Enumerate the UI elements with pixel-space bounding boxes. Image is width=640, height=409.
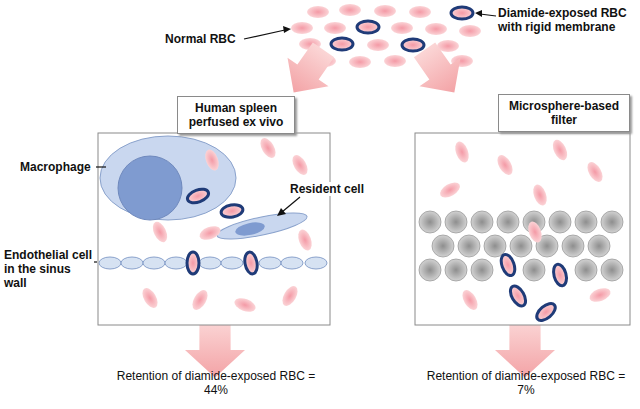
flow-arrow: [185, 320, 245, 377]
sinus-wall: [99, 257, 327, 269]
leader-line: [480, 14, 496, 16]
panel-header: Human spleen perfused ex vivo: [177, 96, 295, 134]
flow-arrow: [404, 36, 475, 107]
spleen-panel: [98, 133, 330, 325]
label-macrophage: Macrophage: [20, 160, 96, 174]
leader-line: [244, 30, 285, 39]
arrow-head: [475, 10, 482, 17]
arrow-head: [277, 208, 286, 216]
macrophage: [100, 136, 236, 220]
label-rigid-rbc: Diamide-exposed RBC with rigid membrane: [498, 6, 634, 34]
filter-panel: [415, 133, 630, 325]
label-resident-cell: Resident cell: [288, 182, 366, 196]
header-text: Microsphere-based filter: [505, 99, 623, 127]
flow-arrow: [495, 320, 555, 377]
leader-line: [94, 261, 97, 262]
retention-text: Retention of diamide-exposed RBC = 44%: [110, 369, 322, 397]
header-text: Human spleen perfused ex vivo: [184, 101, 288, 129]
arrow-head: [283, 26, 291, 33]
microsphere-bed: [419, 211, 623, 281]
leader-line: [282, 197, 300, 212]
retention-text: Retention of diamide-exposed RBC = 7%: [420, 369, 632, 397]
leader-line: [96, 166, 106, 167]
label-normal-rbc: Normal RBC: [165, 32, 245, 46]
panel-header: Microsphere-based filter: [498, 94, 630, 132]
label-endothelial: Endothelial cell in the sinus wall: [4, 248, 96, 290]
